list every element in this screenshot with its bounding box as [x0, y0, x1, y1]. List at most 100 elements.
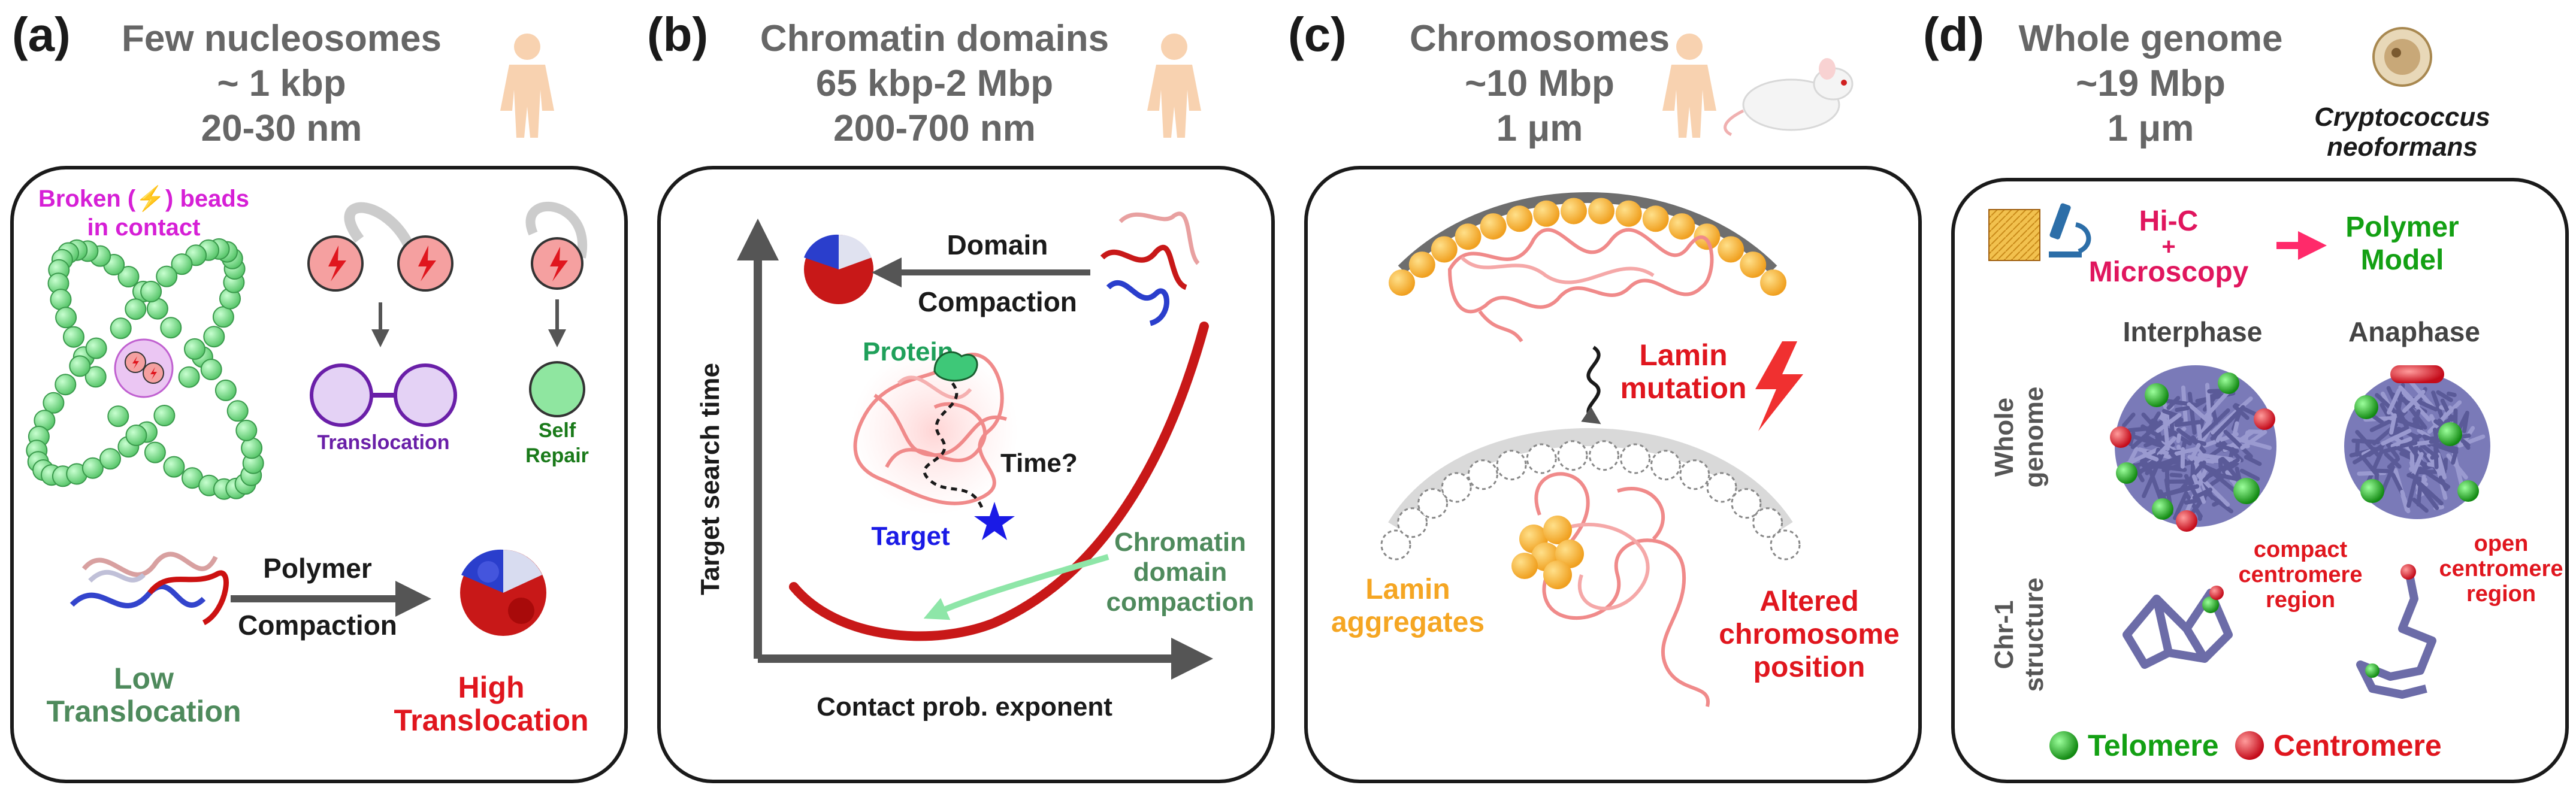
- lamin-aggregate: [1511, 516, 1584, 589]
- lightning-icon: [550, 247, 568, 281]
- chromatin-strand: [2148, 469, 2163, 501]
- bead-loop-polymer: [26, 238, 264, 500]
- panel-a-box: [10, 166, 628, 783]
- chromatin-strand: [2436, 452, 2447, 480]
- human-icon: [1147, 34, 1201, 138]
- panel-c-letter: (c): [1288, 8, 1347, 61]
- open-domain-polymer: [1100, 211, 1200, 326]
- low-translocation-label-2: Translocation: [46, 695, 241, 728]
- lightning-icon: [1755, 341, 1803, 431]
- chromatin-strand: [2145, 453, 2159, 462]
- nuclear-envelope-arc-bottom: [1388, 428, 1793, 532]
- anaphase-label: Anaphase: [2348, 316, 2480, 347]
- empty-lamin-slot: [1589, 440, 1619, 471]
- chromatin-strand: [2396, 418, 2423, 431]
- compact-centromere-label-3: region: [2266, 587, 2335, 613]
- lamin-bead: [1694, 223, 1721, 250]
- empty-lamin-slot: [1557, 440, 1588, 471]
- lamin-bead: [1455, 223, 1481, 250]
- polymer-bead: [156, 265, 178, 287]
- chromatin-strand: [2187, 392, 2197, 435]
- mouse-icon: [1724, 58, 1854, 137]
- chromatin-strand: [2226, 472, 2233, 477]
- panel-c-box: [1304, 166, 1922, 783]
- panel-b-title-line-3: 200-700 nm: [833, 108, 1036, 149]
- chromatin-strand: [2438, 475, 2448, 492]
- polymer-bead: [235, 419, 258, 441]
- chromatin-strand: [2384, 452, 2402, 469]
- x-axis-label: Contact prob. exponent: [817, 692, 1112, 722]
- panel-a-title-line-2: ~ 1 kbp: [217, 63, 346, 104]
- chromatin-strand: [2190, 443, 2201, 461]
- compact-centromere-label-2: centromere: [2239, 562, 2363, 587]
- chromatin-strand: [2191, 474, 2206, 504]
- panel-d-title-line-3: 1 μm: [2108, 108, 2194, 149]
- chromatin-strand: [2168, 484, 2200, 496]
- chromatin-strand: [2202, 468, 2216, 483]
- open-centromere-label-3: region: [2466, 581, 2536, 607]
- chromatin-strand: [2180, 447, 2185, 469]
- chromatin-strand: [2447, 391, 2457, 398]
- chromatin-compaction-label-3: compaction: [1106, 587, 1254, 617]
- lamin-bead: [1588, 198, 1614, 225]
- chromatin-compaction-label-2: domain: [1133, 557, 1227, 587]
- chromatin-strand: [2192, 487, 2212, 500]
- polymer-model-label-1: Polymer: [2345, 211, 2459, 243]
- lamin-bead: [1533, 200, 1560, 227]
- polymer-bead: [55, 374, 77, 396]
- interphase-label: Interphase: [2123, 316, 2263, 347]
- chromatin-strand: [2410, 473, 2439, 510]
- chromatin-strand: [2173, 491, 2188, 520]
- chromatin-strand: [2400, 490, 2411, 514]
- compaction-label: Compaction: [918, 286, 1077, 317]
- chromatin-strand: [2199, 461, 2241, 496]
- panel-a-title-line-1: Few nucleosomes: [122, 18, 442, 59]
- protein-icon: [933, 351, 978, 382]
- polymer-bead: [50, 289, 72, 311]
- open-centromere-label-1: open: [2474, 531, 2529, 556]
- lamin-bead: [1561, 198, 1587, 225]
- polymer-bead: [55, 307, 77, 329]
- compact-centromere-label-1: compact: [2254, 537, 2348, 562]
- polymer-bead: [200, 359, 222, 380]
- chromatin-strand: [2170, 452, 2182, 464]
- lamin-bead: [1718, 236, 1744, 263]
- translocation-scheme: Translocation: [307, 202, 457, 454]
- row-label-chr1-2: structure: [2019, 578, 2049, 692]
- empty-lamin-slot: [1397, 507, 1428, 538]
- lamin-bead: [1408, 251, 1435, 278]
- panel-c-title-line-3: 1 μm: [1496, 108, 1583, 149]
- search-time-curve: [789, 322, 1209, 641]
- polymer-bead: [226, 400, 249, 422]
- hic-label-2: +: [2161, 234, 2175, 260]
- panel-d: (d) Whole genome ~19 Mbp 1 μm Cryptococc…: [1923, 8, 2569, 783]
- high-translocation-label-1: High: [458, 671, 524, 704]
- low-translocation-polymer: [69, 551, 229, 626]
- empty-lamin-slot: [1679, 459, 1710, 490]
- lamin-bead: [1668, 213, 1695, 240]
- y-axis-label: Target search time: [696, 363, 725, 595]
- lamin-bead: [1389, 269, 1415, 296]
- empty-lamin-slot: [1770, 529, 1801, 560]
- chromatin-strand: [2209, 398, 2218, 425]
- lightning-icon: [150, 367, 157, 380]
- lamin-bead: [1480, 213, 1507, 240]
- high-translocation-label-2: Translocation: [394, 704, 588, 737]
- human-icon: [1662, 34, 1716, 138]
- polymer-bead: [85, 337, 107, 359]
- chromatin-strand: [2451, 448, 2459, 465]
- broken-beads-label-2: in contact: [87, 214, 201, 241]
- hic-label-3: Microscopy: [2089, 256, 2249, 288]
- translocated-bead-left: [310, 363, 373, 427]
- lightning-icon: [418, 246, 436, 281]
- chromatin-blob: [851, 347, 1018, 515]
- chromatin-strand: [2210, 405, 2245, 441]
- polymer-bead: [153, 405, 176, 426]
- chromatin-strand: [2181, 385, 2188, 426]
- self-repair-scheme: Self Repair: [525, 201, 589, 467]
- empty-lamin-slot: [1752, 507, 1783, 538]
- organism-label-2: neoformans: [2327, 132, 2478, 162]
- chromatin-strand: [2240, 430, 2267, 450]
- time-question-label: Time?: [1000, 448, 1078, 478]
- chromatin-strand: [2232, 421, 2239, 435]
